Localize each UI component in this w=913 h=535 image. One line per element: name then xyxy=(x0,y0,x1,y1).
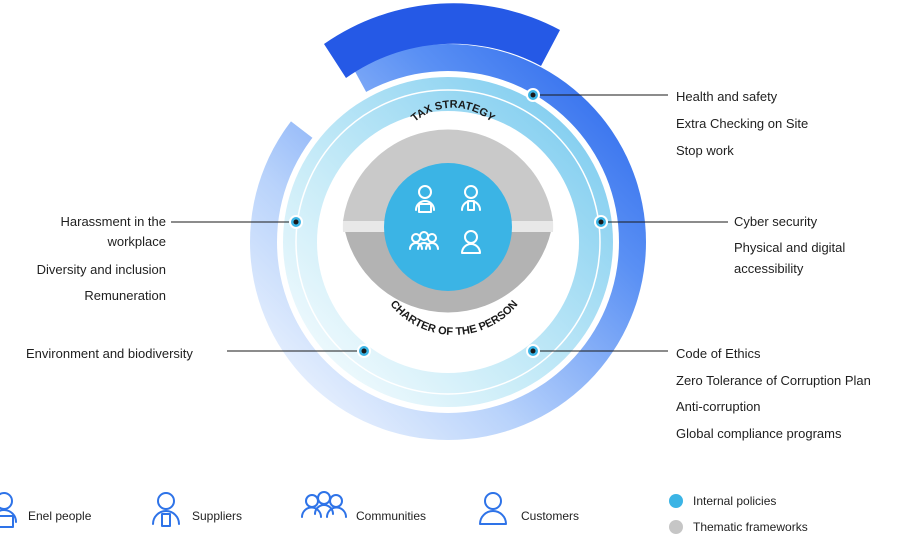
stakeholder-label: Communities xyxy=(356,509,427,523)
legend-label: Thematic frameworks xyxy=(693,520,808,534)
stakeholder-enel-people: Enel people xyxy=(28,509,91,523)
stakeholder-suppliers: Suppliers xyxy=(192,509,242,523)
label-extra-checking: Extra Checking on Site xyxy=(676,116,809,131)
stakeholder-communities: Communities xyxy=(356,509,426,523)
enel-people-icon xyxy=(0,492,17,528)
label-global-compliance: Global compliance programs xyxy=(676,426,842,441)
label-stop-work: Stop work xyxy=(676,143,734,158)
label-cyber-security: Cyber security xyxy=(734,214,818,229)
stakeholder-label: Suppliers xyxy=(192,509,243,523)
stakeholder-label: Customers xyxy=(521,509,580,523)
core-suppliers-icon xyxy=(461,185,481,211)
label-anti-corruption: Anti-corruption xyxy=(676,399,761,414)
communities-icon xyxy=(301,491,347,518)
dot-health xyxy=(526,88,540,102)
dot-cyber xyxy=(594,215,608,229)
core-customers-icon xyxy=(461,230,481,254)
dot-harassment xyxy=(289,215,303,229)
label-zero-tolerance: Zero Tolerance of Corruption Plan xyxy=(676,373,871,388)
label-physical-digital: Physical and digital xyxy=(734,240,846,255)
connector-dots xyxy=(289,88,608,358)
label-health-safety: Health and safety xyxy=(676,89,778,104)
label-diversity: Diversity and inclusion xyxy=(36,262,166,277)
label-workplace: workplace xyxy=(107,234,166,249)
legend-dot-grey xyxy=(669,520,683,534)
core-circle xyxy=(384,163,512,291)
label-code-of-ethics: Code of Ethics xyxy=(676,346,761,361)
legend-internal-policies: Internal policies xyxy=(669,494,776,508)
label-harassment: Harassment in the xyxy=(60,214,167,229)
legend-dot-blue xyxy=(669,494,683,508)
stakeholder-label: Enel people xyxy=(28,509,92,523)
label-accessibility: accessibility xyxy=(734,261,804,276)
dot-environment xyxy=(357,344,371,358)
suppliers-icon xyxy=(152,492,180,527)
dot-ethics xyxy=(526,344,540,358)
legend-thematic-frameworks: Thematic frameworks xyxy=(669,520,808,534)
label-remuneration: Remuneration xyxy=(84,288,166,303)
stakeholder-customers: Customers xyxy=(521,509,579,523)
core-communities-icon xyxy=(409,231,439,250)
connectors xyxy=(171,94,728,352)
legend-label: Internal policies xyxy=(693,494,777,508)
customers-icon xyxy=(479,492,507,525)
inner-ring-line xyxy=(295,89,601,395)
core-people-icon xyxy=(415,185,435,213)
label-environment: Environment and biodiversity xyxy=(26,346,193,361)
outer-title-band xyxy=(324,3,560,79)
